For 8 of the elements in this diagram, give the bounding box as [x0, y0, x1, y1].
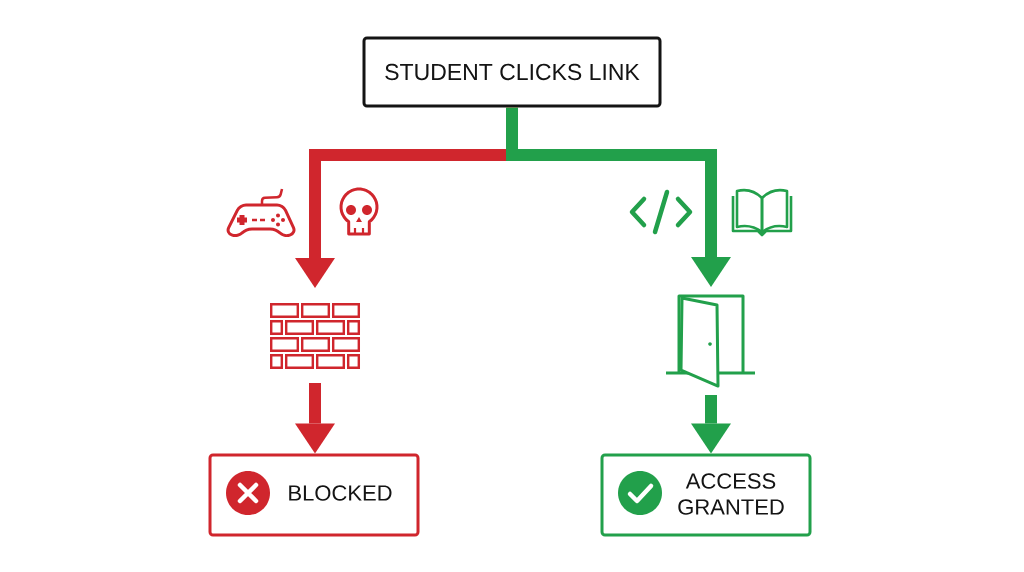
arrow [506, 107, 731, 287]
process-box: STUDENT CLICKS LINK [362, 36, 662, 108]
brick-wall-icon [270, 303, 360, 369]
result-box: ACCESS GRANTED [600, 453, 812, 537]
arrow [295, 383, 335, 454]
arrow [691, 395, 731, 454]
door-icon [666, 294, 755, 388]
result-box: BLOCKED [208, 453, 420, 537]
